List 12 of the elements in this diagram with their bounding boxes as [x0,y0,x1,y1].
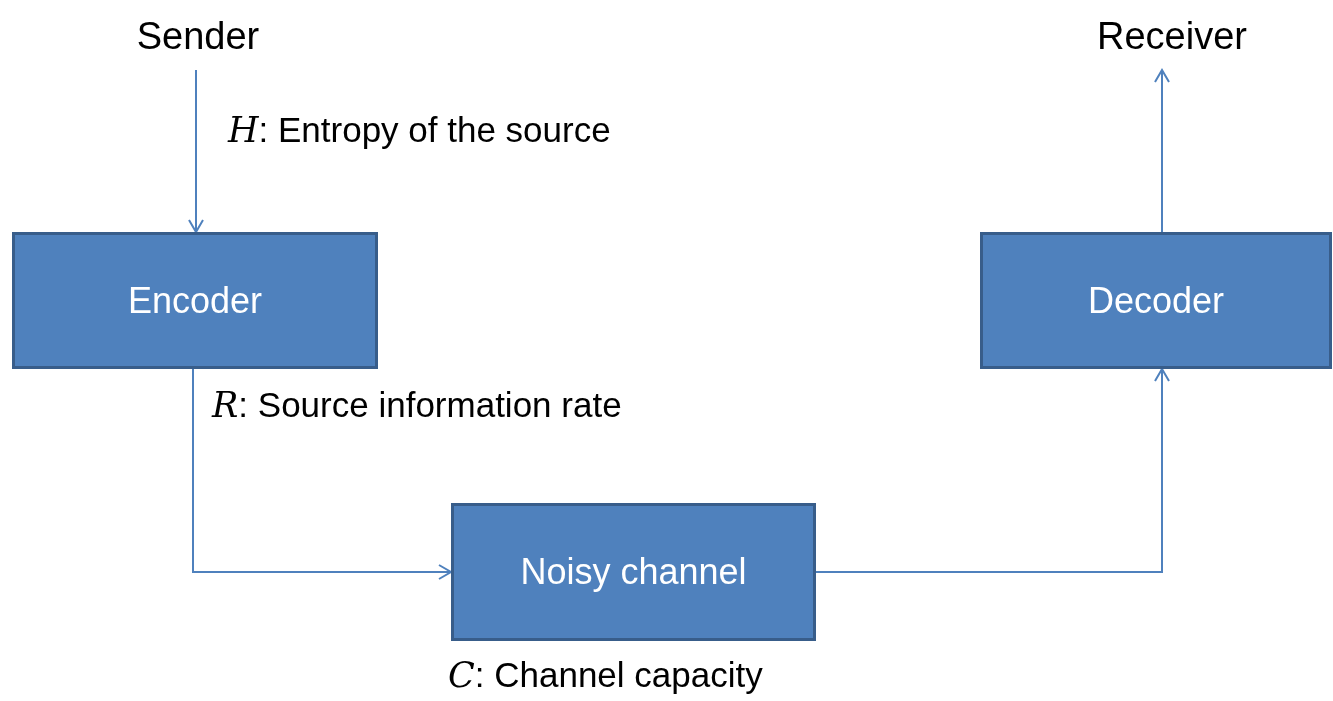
box-label: Noisy channel [520,551,747,593]
process-box [980,232,1332,369]
process-box [12,232,378,369]
arrow [192,368,452,580]
process-box [451,503,816,641]
node-label: Sender [110,8,286,64]
node-label: Receiver [1076,8,1268,64]
arrow [815,368,1170,573]
box-label: Decoder [1087,279,1225,322]
arrow [1154,69,1170,233]
arrow [188,69,204,233]
box-label: Encoder [127,279,263,322]
